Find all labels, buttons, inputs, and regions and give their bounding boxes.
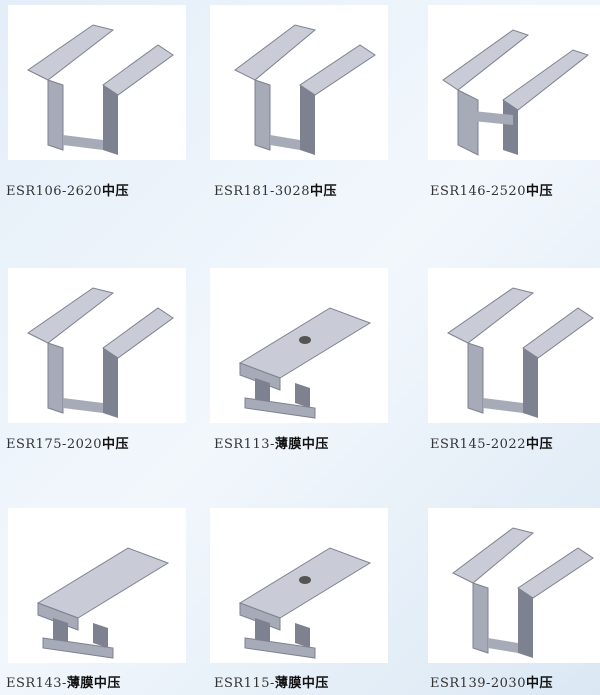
product-image (428, 508, 600, 663)
product-type: 中压 (309, 184, 337, 199)
product-type: 薄膜中压 (274, 437, 329, 452)
product-code: ESR146-2520 (430, 184, 526, 199)
product-type: 中压 (525, 184, 553, 199)
product-label: ESR106-2620中压 (6, 180, 129, 199)
product-label: ESR181-3028中压 (214, 180, 337, 199)
product-image (210, 508, 388, 663)
product-label: ESR115-薄膜中压 (214, 672, 329, 691)
product-image (210, 5, 388, 160)
product-type: 中压 (525, 676, 553, 691)
product-image (428, 268, 600, 423)
product-type: 薄膜中压 (274, 676, 329, 691)
product-code: ESR181-3028 (214, 184, 310, 199)
product-image (210, 268, 388, 423)
product-label: ESR113-薄膜中压 (214, 433, 329, 452)
product-image (8, 508, 186, 663)
product-label: ESR145-2022中压 (430, 433, 553, 452)
product-code: ESR106-2620 (6, 184, 102, 199)
product-image (8, 5, 186, 160)
product-image (8, 268, 186, 423)
product-label: ESR139-2030中压 (430, 672, 553, 691)
product-code: ESR143- (6, 676, 67, 691)
product-type: 薄膜中压 (66, 676, 121, 691)
product-code: ESR175-2020 (6, 437, 102, 452)
product-type: 中压 (101, 184, 129, 199)
product-image (428, 5, 600, 160)
product-code: ESR113- (214, 437, 275, 452)
product-label: ESR175-2020中压 (6, 433, 129, 452)
product-type: 中压 (525, 437, 553, 452)
product-code: ESR139-2030 (430, 676, 526, 691)
product-label: ESR143-薄膜中压 (6, 672, 121, 691)
product-code: ESR115- (214, 676, 275, 691)
product-code: ESR145-2022 (430, 437, 526, 452)
product-label: ESR146-2520中压 (430, 180, 553, 199)
product-type: 中压 (101, 437, 129, 452)
